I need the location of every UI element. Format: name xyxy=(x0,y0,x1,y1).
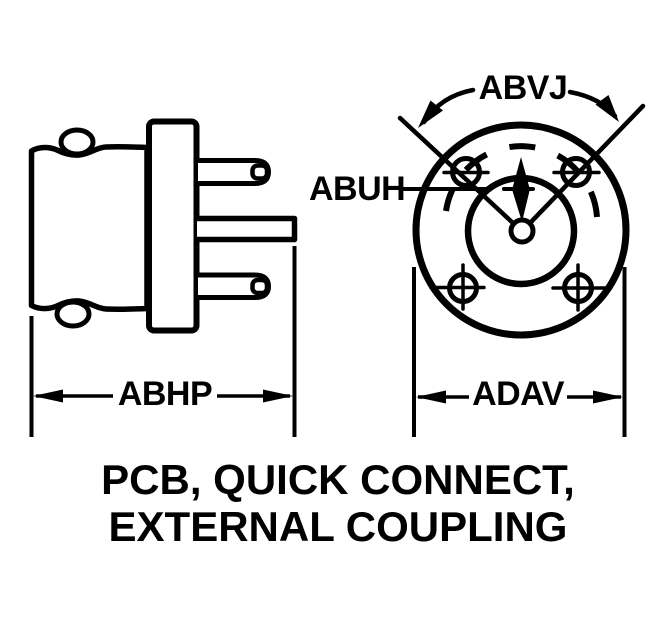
abvj-arrow-right xyxy=(595,95,619,122)
mounting-hole-lower-left xyxy=(429,263,486,311)
label-adav: ADAV xyxy=(472,375,564,413)
side-view xyxy=(28,118,298,334)
label-abvj: ABVJ xyxy=(478,69,568,107)
adav-dimension xyxy=(412,267,627,437)
angle-line-right xyxy=(528,103,646,225)
center-contact-circle xyxy=(508,217,536,245)
mounting-hole-upper-left xyxy=(442,156,490,188)
pin-top-end-detail xyxy=(250,163,270,181)
angle-line-left xyxy=(397,115,517,227)
adav-arrow-left xyxy=(416,390,446,404)
pin-middle xyxy=(194,215,298,243)
mounting-hole-lower-right xyxy=(551,263,607,312)
label-abhp: ABHP xyxy=(117,375,213,413)
label-abuh: ABUH xyxy=(309,170,406,208)
drawing-title-line1: PCB, QUICK CONNECT, xyxy=(101,456,575,503)
abhp-dimension xyxy=(29,246,297,437)
adav-arrow-right xyxy=(593,390,623,404)
radius-double-arrow xyxy=(512,157,530,222)
dashed-inner-arc xyxy=(443,143,600,218)
abhp-arrow-right xyxy=(263,389,293,403)
abvj-arrow-left xyxy=(418,100,443,128)
pin-bottom-end-detail xyxy=(250,277,270,296)
connector-body xyxy=(28,144,150,312)
front-view xyxy=(397,87,646,339)
drawing-title: PCB, QUICK CONNECT, EXTERNAL COUPLING xyxy=(16,456,660,550)
mounting-flange xyxy=(146,118,200,334)
drawing-title-line2: EXTERNAL COUPLING xyxy=(108,503,568,550)
abhp-arrow-left xyxy=(33,389,63,403)
